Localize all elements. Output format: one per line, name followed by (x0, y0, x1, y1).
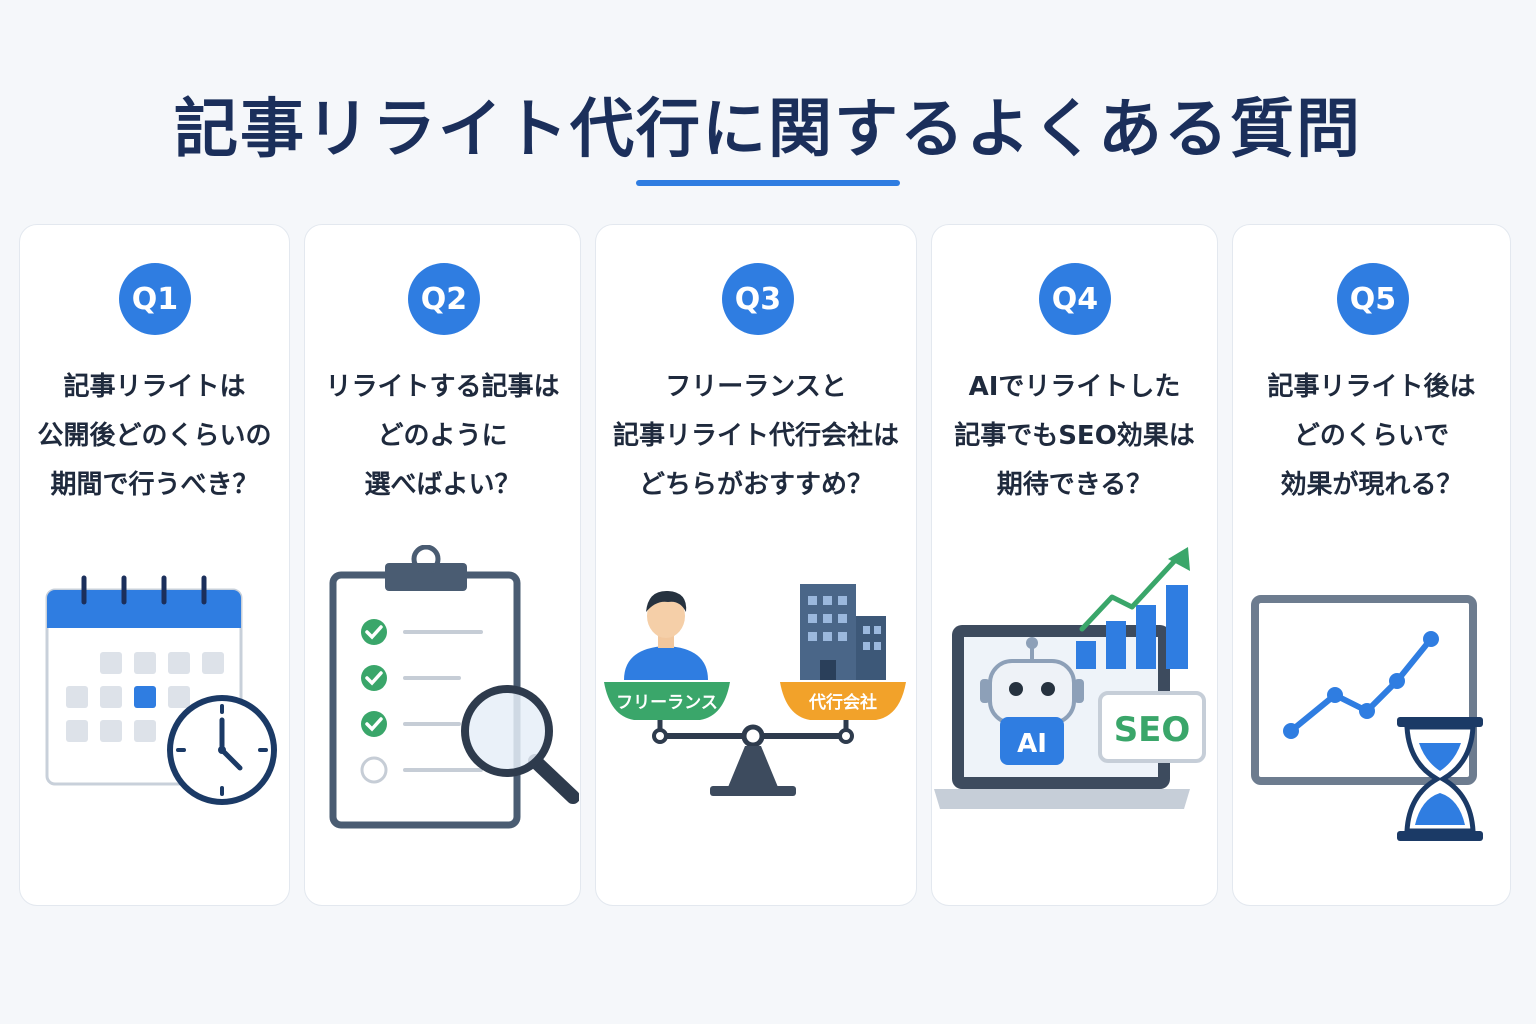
question-text: AIでリライトした 記事でもSEO効果は 期待できる？ (954, 372, 1195, 500)
faq-card-q1[interactable]: Q1 記事リライトは 公開後どのくらいの 期間で行うべき？ (19, 224, 290, 906)
faq-card-q3[interactable]: Q3 フリーランスと 記事リライト代行会社は どちらがおすすめ？ フリーランス … (595, 224, 917, 906)
clipboard-magnifier-icon (329, 545, 579, 829)
q-badge: Q4 (1039, 263, 1111, 335)
ai-seo-laptop-icon: AI SEO (934, 547, 1206, 809)
svg-text:AI: AI (1017, 729, 1047, 759)
svg-text:フリーランス: フリーランス (616, 693, 718, 713)
q-badge: Q3 (722, 263, 794, 335)
faq-card-q4[interactable]: Q4 AIでリライトした 記事でもSEO効果は 期待できる？ AI SEO (931, 224, 1218, 906)
question-text: 記事リライト後は どのくらいで 効果が現れる？ (1267, 372, 1476, 500)
svg-text:SEO: SEO (1114, 710, 1191, 750)
question-text: 記事リライトは 公開後どのくらいの 期間で行うべき？ (37, 372, 272, 500)
page-title: 記事リライト代行に関するよくある質問 (174, 93, 1362, 167)
title-underline (636, 180, 900, 186)
question-text: リライトする記事は どのように 選べばよい？ (325, 372, 560, 500)
faq-card-q2[interactable]: Q2 リライトする記事は どのように 選べばよい？ (304, 224, 581, 906)
svg-text:代行会社: 代行会社 (808, 692, 877, 713)
faq-card-q5[interactable]: Q5 記事リライト後は どのくらいで 効果が現れる？ (1232, 224, 1511, 906)
question-text: フリーランスと 記事リライト代行会社は どちらがおすすめ？ (612, 372, 899, 500)
chart-hourglass-icon (1251, 595, 1483, 841)
q-badge: Q1 (119, 263, 191, 335)
q-badge: Q2 (408, 263, 480, 335)
calendar-clock-icon (45, 575, 277, 805)
balance-scale-icon: フリーランス 代行会社 (604, 584, 906, 796)
q-badge: Q5 (1337, 263, 1409, 335)
